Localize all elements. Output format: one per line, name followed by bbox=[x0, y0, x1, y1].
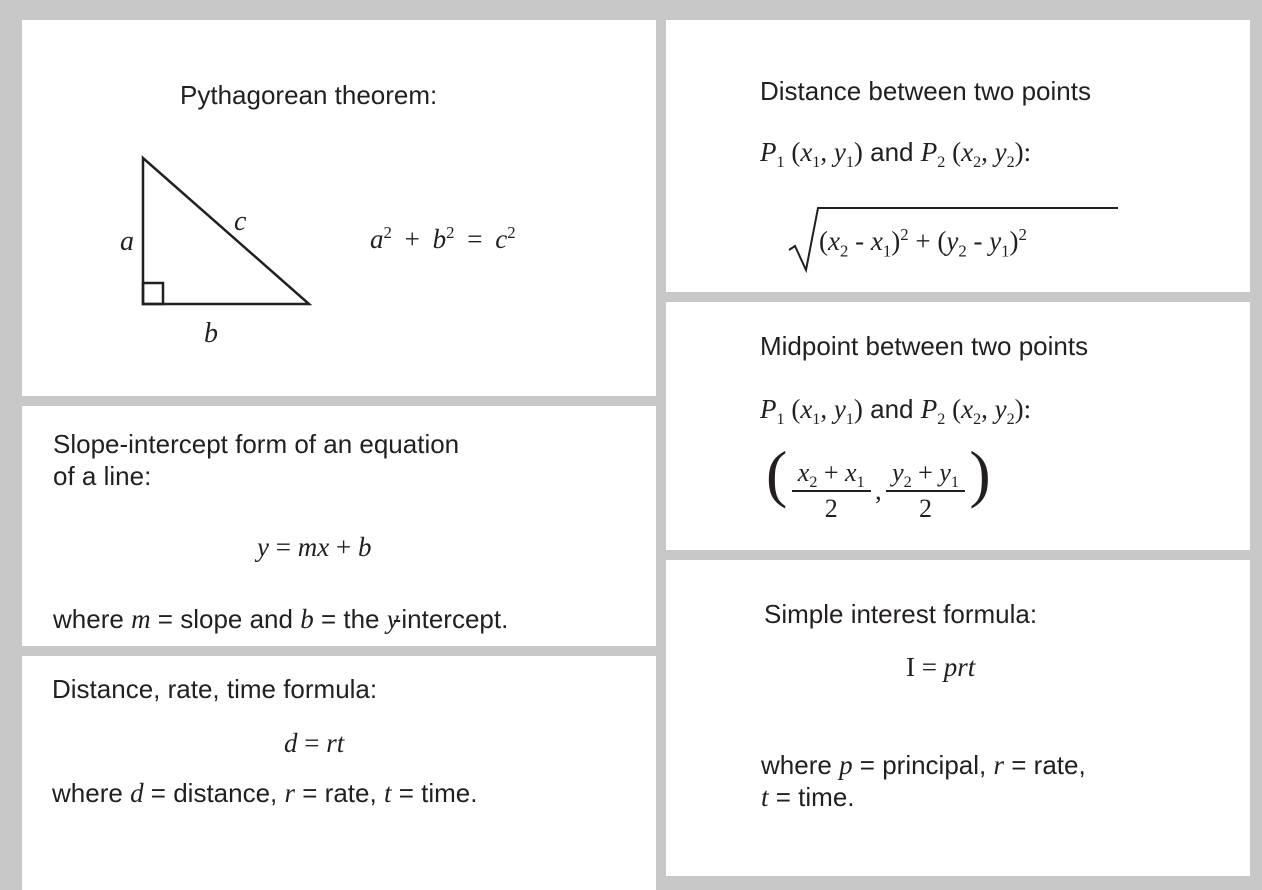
slope-intercept-title: Slope-intercept form of an equation of a… bbox=[53, 428, 459, 492]
midpoint-points: P1 (x1, y1) and P2 (x2, y2): bbox=[760, 394, 1032, 429]
midpoint-and: and bbox=[870, 394, 914, 424]
side-label-b: b bbox=[204, 318, 218, 349]
slope-intercept-word: -intercept. bbox=[392, 604, 509, 634]
interest-description: where p = principal, r = rate, t = time. bbox=[761, 750, 1086, 812]
slope-title-line1: Slope-intercept form of an equation bbox=[53, 429, 460, 459]
drt-rate: = rate, bbox=[302, 778, 377, 808]
interest-time: = time. bbox=[775, 782, 855, 812]
distance-formula: (x2 - x1)2 + (y2 - y1)2 bbox=[819, 225, 1027, 261]
slope-intercept-description: where m = slope and b = the y-intercept. bbox=[53, 604, 509, 634]
drt-where: where bbox=[52, 778, 123, 808]
drt-equation: d = rt bbox=[284, 728, 345, 758]
triangle-shape bbox=[141, 155, 313, 306]
right-triangle-diagram: a b c bbox=[120, 155, 313, 349]
sqrt-overline bbox=[826, 207, 1118, 209]
distance-and: and bbox=[870, 137, 914, 167]
drt-distance: = distance, bbox=[150, 778, 278, 808]
right-angle-marker bbox=[141, 281, 165, 306]
simple-interest-panel: Simple interest formula: I = prt where p… bbox=[666, 560, 1250, 876]
pythagorean-panel: Pythagorean theorem: a b c a2 + b2 = c2 bbox=[22, 20, 656, 396]
interest-principal: = principal, bbox=[859, 750, 987, 780]
slope-intercept-panel: Slope-intercept form of an equation of a… bbox=[22, 406, 656, 646]
interest-rate: = rate, bbox=[1011, 750, 1086, 780]
slope-eq-slope-and: = slope and bbox=[157, 604, 293, 634]
distance-rate-time-panel: Distance, rate, time formula: d = rt whe… bbox=[22, 656, 656, 890]
pythagorean-equation: a2 + b2 = c2 bbox=[370, 223, 516, 254]
distance-title: Distance between two points bbox=[760, 76, 1091, 106]
drt-time: = time. bbox=[398, 778, 478, 808]
drt-title: Distance, rate, time formula: bbox=[52, 674, 378, 704]
distance-panel: Distance between two points P1 (x1, y1) … bbox=[666, 20, 1250, 292]
midpoint-title: Midpoint between two points bbox=[760, 331, 1089, 361]
slope-intercept-equation: y = mx + b bbox=[257, 532, 372, 562]
side-label-c: c bbox=[234, 206, 247, 237]
slope-title-line2: of a line: bbox=[53, 461, 152, 491]
interest-title: Simple interest formula: bbox=[764, 599, 1038, 629]
drt-description: where d = distance, r = rate, t = time. bbox=[52, 778, 478, 808]
distance-points: P1 (x1, y1) and P2 (x2, y2): bbox=[760, 137, 1032, 172]
pythagorean-title: Pythagorean theorem: bbox=[180, 80, 438, 110]
slope-eq-the: = the bbox=[320, 604, 380, 634]
interest-where: where bbox=[761, 750, 832, 780]
square-root-sign bbox=[788, 207, 826, 274]
interest-equation: I = prt bbox=[906, 652, 976, 682]
slope-where: where bbox=[53, 604, 124, 634]
midpoint-panel: Midpoint between two points P1 (x1, y1) … bbox=[666, 302, 1250, 550]
side-label-a: a bbox=[120, 226, 134, 257]
